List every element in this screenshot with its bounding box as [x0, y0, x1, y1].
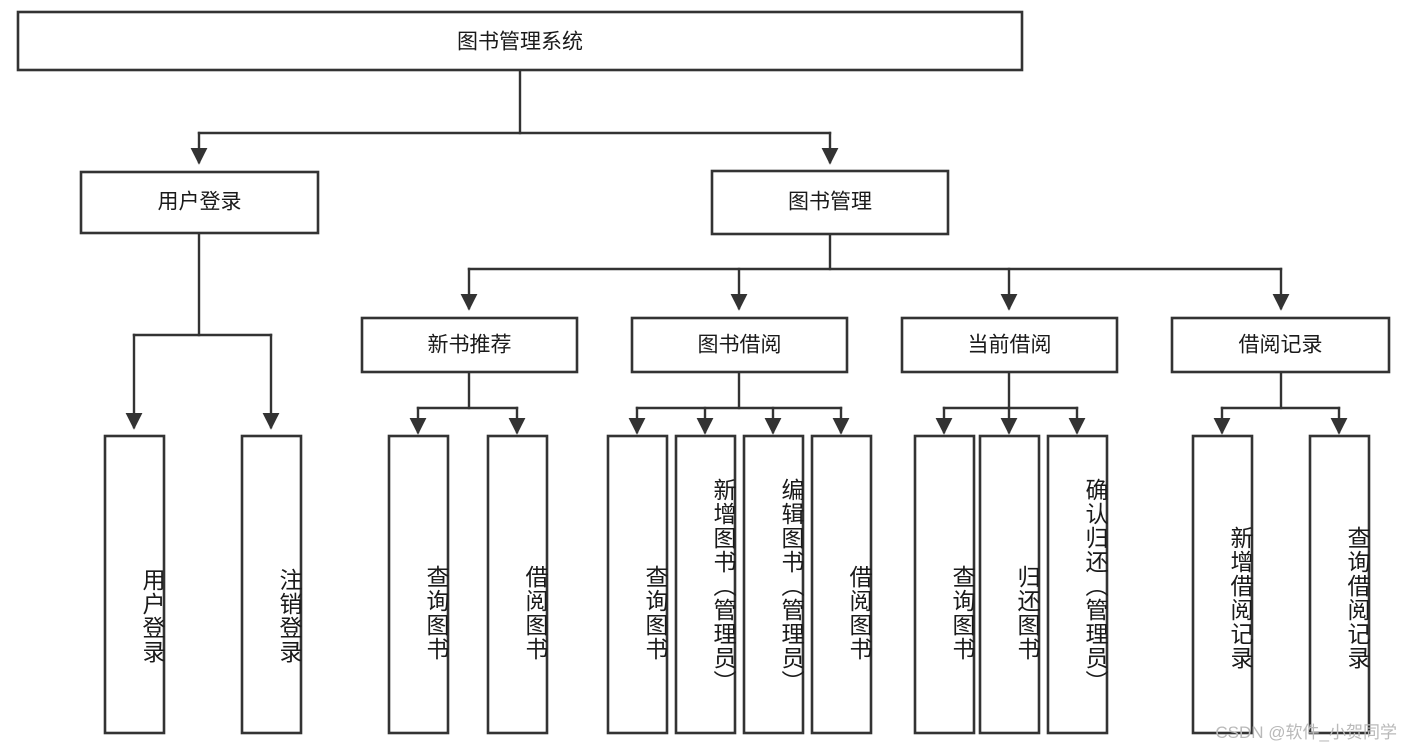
node-user-login-label: 用户登录: [158, 191, 242, 214]
leaf-label-query-borrow-record: 查询借阅记录: [1344, 526, 1370, 670]
leaf-label-return-book: 归还图书: [1014, 565, 1040, 661]
edges-user-login-to-leaves: [125, 231, 280, 430]
leaf-label-confirm-return-admin: 确认归还（管理员）: [1082, 478, 1108, 694]
leaf-label-query-book-bb: 查询图书: [642, 565, 668, 661]
edges-new-book-recommend-to-leaves: [409, 370, 526, 435]
node-user-login[interactable]: [79, 170, 320, 235]
edges-current-borrow-to-leaves: [935, 370, 1086, 435]
node-leaf-add-book-admin[interactable]: [674, 434, 737, 735]
edges-root-to-level1: [190, 68, 839, 165]
node-new-book-recommend[interactable]: [360, 316, 579, 374]
edges-book-borrow-to-leaves: [628, 370, 850, 435]
leaf-label-query-book-nbr: 查询图书: [423, 565, 449, 661]
node-root[interactable]: [16, 10, 1024, 72]
node-leaf-query-book-bb[interactable]: [606, 434, 669, 735]
edges-book-manage-to-level2: [460, 232, 1290, 311]
node-leaf-borrow-book-nbr[interactable]: [486, 434, 549, 735]
node-book-borrow-label: 图书借阅: [698, 334, 782, 357]
node-leaf-borrow-book-bb[interactable]: [810, 434, 873, 735]
node-current-borrow[interactable]: [900, 316, 1119, 374]
node-leaf-logout[interactable]: [240, 434, 303, 735]
node-book-manage-label: 图书管理: [788, 191, 872, 214]
node-borrow-record[interactable]: [1170, 316, 1391, 374]
node-leaf-confirm-return-admin[interactable]: [1046, 434, 1109, 735]
node-leaf-add-borrow-record[interactable]: [1191, 434, 1254, 735]
leaf-label-borrow-book-nbr: 借阅图书: [522, 565, 548, 661]
leaf-label-add-book-admin: 新增图书（管理员）: [710, 478, 736, 694]
node-leaf-return-book[interactable]: [978, 434, 1041, 735]
leaf-label-logout: 注销登录: [276, 568, 302, 664]
node-borrow-record-label: 借阅记录: [1239, 334, 1323, 357]
node-leaf-query-book-nbr[interactable]: [387, 434, 450, 735]
node-leaf-edit-book-admin[interactable]: [742, 434, 805, 735]
watermark-text: CSDN @软件_小贺同学: [1215, 723, 1397, 742]
leaf-label-borrow-book-bb: 借阅图书: [846, 565, 872, 661]
node-leaf-query-book-cb[interactable]: [913, 434, 976, 735]
node-new-book-recommend-label: 新书推荐: [428, 334, 512, 357]
node-current-borrow-label: 当前借阅: [968, 334, 1052, 357]
leaf-label-add-borrow-record: 新增借阅记录: [1227, 526, 1253, 670]
leaf-label-user-login: 用户登录: [139, 568, 165, 664]
node-book-borrow[interactable]: [630, 316, 849, 374]
leaf-label-edit-book-admin: 编辑图书（管理员）: [778, 478, 804, 694]
node-book-manage[interactable]: [710, 169, 950, 236]
node-leaf-query-borrow-record[interactable]: [1308, 434, 1371, 735]
node-root-label: 图书管理系统: [457, 31, 583, 54]
leaf-label-query-book-cb: 查询图书: [949, 565, 975, 661]
edges-borrow-record-to-leaves: [1213, 370, 1348, 435]
node-leaf-user-login[interactable]: [103, 434, 166, 735]
